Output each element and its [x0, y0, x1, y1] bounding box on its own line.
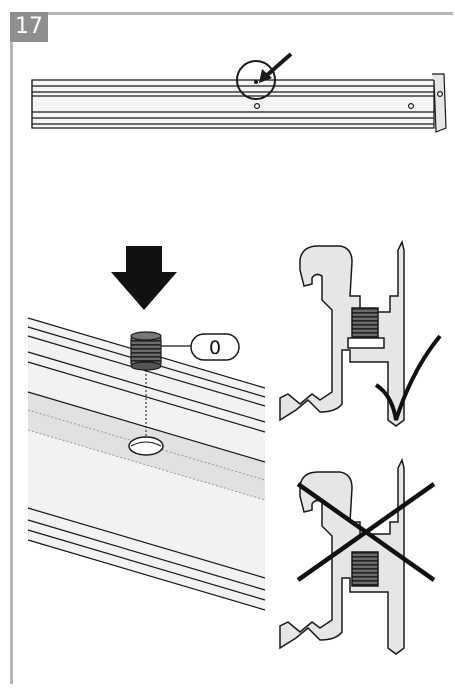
pointer-arrow-icon	[259, 52, 293, 83]
part-callout: 0	[161, 333, 240, 361]
down-arrow-icon	[111, 246, 177, 310]
cross-section-incorrect	[279, 457, 405, 655]
grub-screw-icon	[130, 331, 162, 371]
step-number: 17	[10, 12, 48, 42]
rail-overview	[31, 73, 447, 133]
hole-highlight-circle	[236, 60, 276, 100]
cross-icon	[296, 482, 436, 582]
screw-hole	[128, 436, 164, 456]
part-label: 0	[209, 337, 221, 359]
checkmark-icon	[374, 334, 442, 421]
cross-section-correct	[279, 239, 405, 427]
